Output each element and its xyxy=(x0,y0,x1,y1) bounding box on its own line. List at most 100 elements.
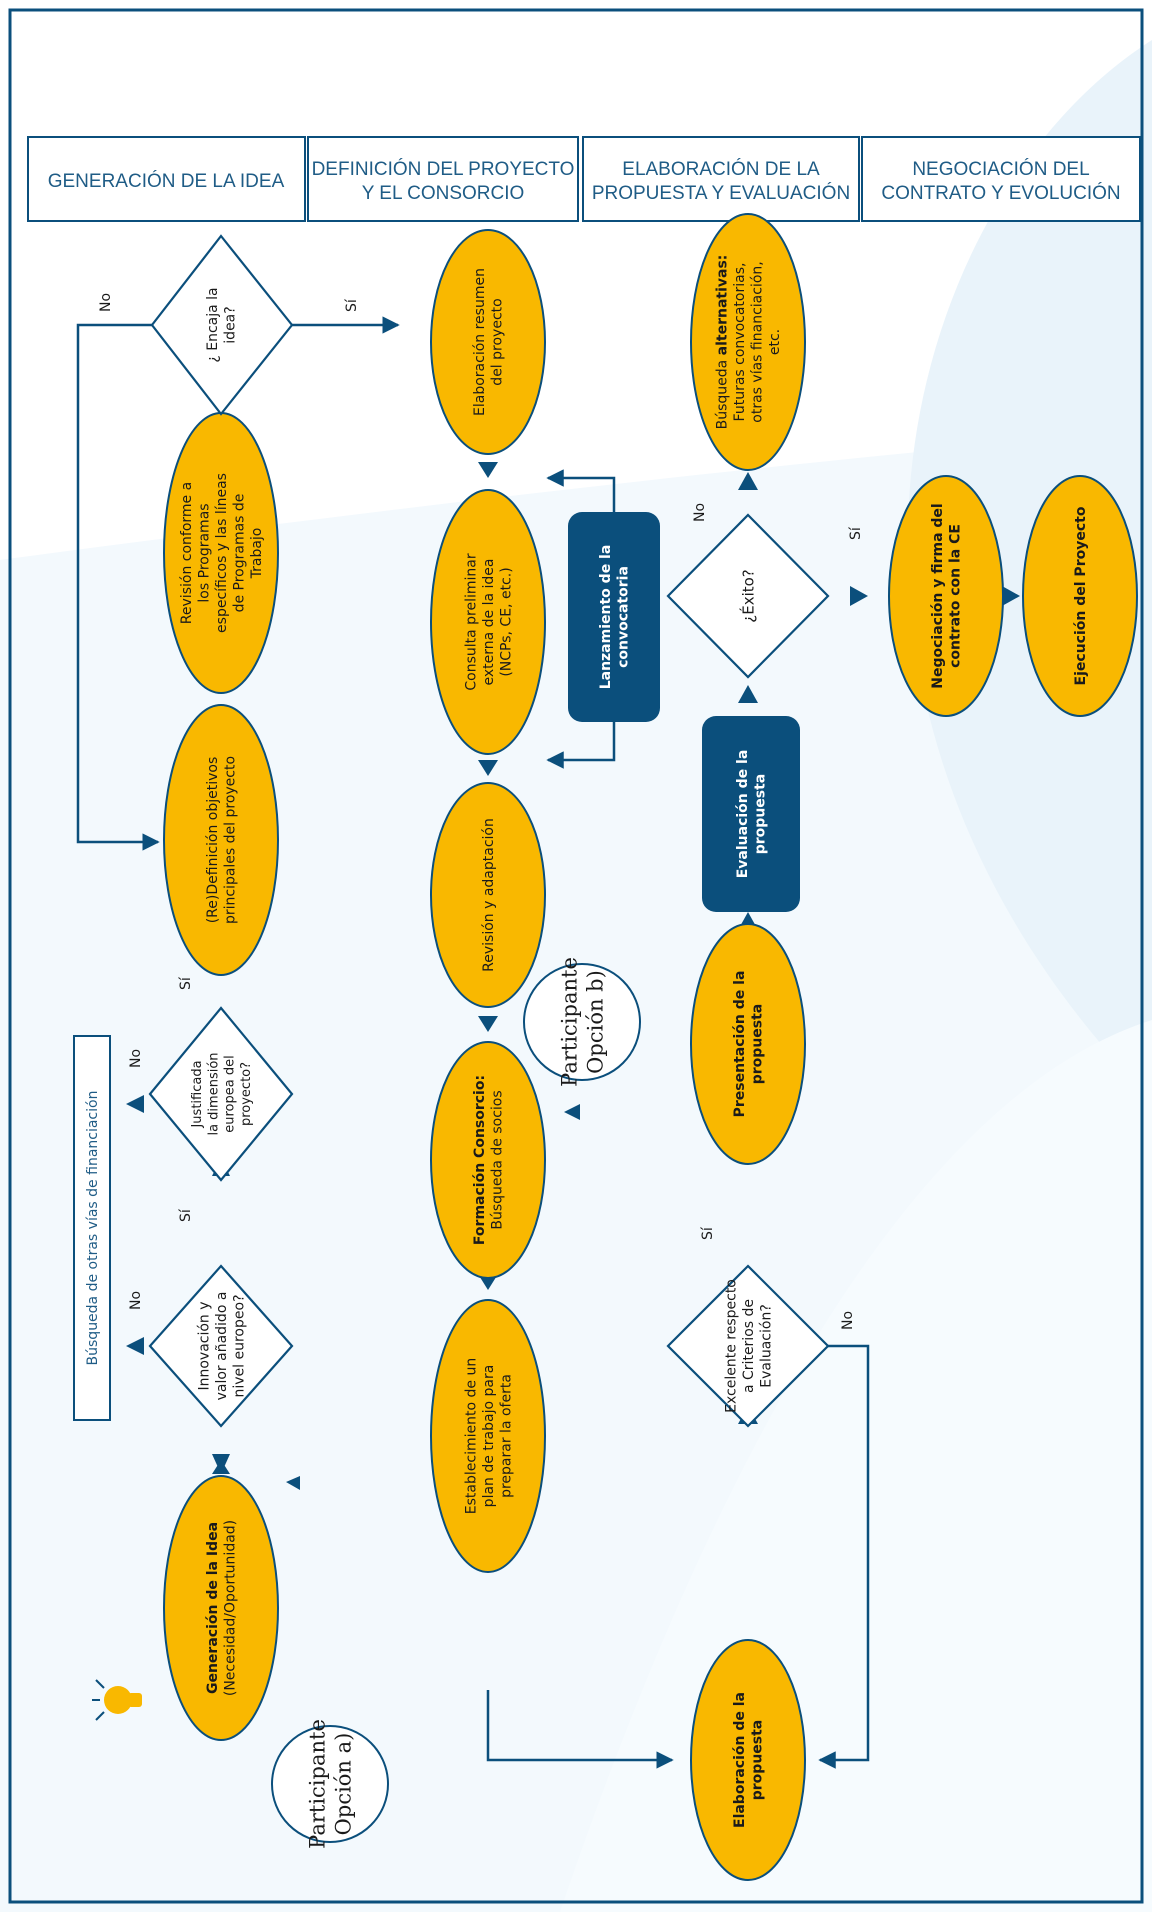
edge-lanzamiento-to-consulta xyxy=(546,469,616,512)
label-generacion-idea: Generación de la Idea(Necesidad/Oportuni… xyxy=(205,1520,239,1696)
ellipse-nodes xyxy=(163,213,1138,1881)
label-justificada-line: europea del xyxy=(223,1055,238,1132)
node-ejecucion xyxy=(1022,475,1138,717)
node-generacion-idea xyxy=(163,1475,279,1741)
label-justificada-line: proyecto? xyxy=(239,1062,254,1126)
node-elaboracion-resumen xyxy=(430,229,546,455)
node-encaja xyxy=(150,234,294,416)
label-participante-b-line: Opción b) xyxy=(583,970,607,1074)
process-boxes xyxy=(568,512,800,912)
arrowhead-down-1 xyxy=(478,462,498,478)
node-consulta xyxy=(430,489,546,755)
arrowhead-left-no-1 xyxy=(126,1337,144,1355)
label-establecimiento-line: plan de trabajo para xyxy=(481,1365,497,1508)
label-consulta-line: externa de la idea xyxy=(481,558,497,685)
label-participante-a-line: Opción a) xyxy=(331,1733,355,1836)
label-elaboracion-resumen-line: del proyecto xyxy=(490,298,506,385)
arrowhead-left-no-2 xyxy=(126,1095,144,1113)
stage-header-line: CONTRATO Y EVOLUCIÓN xyxy=(881,182,1120,204)
edge-excelente-no xyxy=(818,1344,870,1769)
arrowhead-participante-a xyxy=(286,1476,300,1490)
arrowhead-down-2 xyxy=(478,760,498,776)
label-exito-line: ¿Éxito? xyxy=(738,569,757,623)
label-lanzamiento-line: convocatoria xyxy=(616,566,632,668)
label-elaboracion-propuesta-line: propuesta xyxy=(750,1720,766,1801)
label-busqueda-alternativas-line: otras vías financiación, xyxy=(750,261,766,422)
node-redefinicion xyxy=(163,704,279,976)
label-establecimiento-line: Establecimiento de un xyxy=(463,1358,479,1514)
label-busqueda-alternativas-line: etc. xyxy=(767,329,783,355)
node-busqueda-alternativas xyxy=(690,213,806,471)
diamond-nodes xyxy=(148,234,830,1428)
node-innovacion xyxy=(148,1264,294,1428)
header-box-definicion xyxy=(307,136,579,222)
node-participante-a xyxy=(271,1725,389,1843)
label-negociacion-line: contrato con la CE xyxy=(948,524,964,668)
edge-label-no: No xyxy=(128,1291,144,1310)
edge-label-yes: Sí xyxy=(700,1226,716,1240)
label-evaluacion-line: Evaluación de la xyxy=(735,750,751,879)
stage-header-line: PROPUESTA Y EVALUACIÓN xyxy=(592,182,850,204)
node-presentacion xyxy=(690,923,806,1165)
label-innovacion-line: nivel europeo? xyxy=(231,1295,247,1398)
label-excelente-line: Excelente respecto xyxy=(723,1279,739,1413)
label-formacion: Formación Consorcio:Búsqueda de socios xyxy=(472,1075,506,1245)
label-revision-adaptacion-line: Revisión y adaptación xyxy=(481,818,497,972)
otras-vias-box xyxy=(73,1035,111,1421)
node-elaboracion-propuesta xyxy=(690,1639,806,1881)
label-busqueda-alternativas-bold: Búsqueda alternativas: xyxy=(715,255,731,430)
stage-header-line: GENERACIÓN DE LA IDEA xyxy=(48,170,285,192)
node-lanzamiento xyxy=(568,512,660,722)
arrowhead-up-1b xyxy=(212,1460,230,1474)
edge-lanzamiento-to-revision xyxy=(546,722,616,769)
label-generacion-idea-bold: Generación de la Idea xyxy=(205,1522,221,1694)
edge-label-yes: Sí xyxy=(848,526,864,540)
arrowhead-right-2 xyxy=(1002,586,1020,606)
label-formacion-bold: Formación Consorcio: xyxy=(472,1075,488,1245)
lightbulb-icon xyxy=(92,1679,142,1721)
header-box-generacion xyxy=(27,136,306,222)
arrowhead-right-si xyxy=(850,586,868,606)
label-evaluacion-line: propuesta xyxy=(753,774,769,855)
stage-header-line: Y EL CONSORCIO xyxy=(362,183,525,204)
label-elaboracion-propuesta-line: Elaboración de la xyxy=(732,1692,748,1828)
outer-frame xyxy=(8,8,1144,1904)
connectors xyxy=(76,316,870,1769)
node-justificada xyxy=(148,1006,294,1182)
label-revision-conforme-line: Trabajo xyxy=(249,528,265,580)
node-negociacion xyxy=(888,475,1004,717)
label-lanzamiento-line: Lanzamiento de la xyxy=(598,545,614,690)
node-revision-adaptacion xyxy=(430,782,546,1008)
label-generacion-idea-line: (Necesidad/Oportunidad) xyxy=(223,1520,239,1696)
label-participante-b-line: Participante xyxy=(557,957,581,1087)
edge-encaja-no xyxy=(76,323,160,851)
label-exito: ¿Éxito? xyxy=(738,569,757,623)
edge-label-no: No xyxy=(840,1311,856,1330)
stage-header-line: ELABORACIÓN DE LA xyxy=(622,158,820,180)
label-consulta-line: (NCPs, CE, etc.) xyxy=(498,567,514,676)
stage-headers xyxy=(27,136,1141,222)
label-presentacion-line: Presentación de la xyxy=(732,971,748,1118)
node-excelente xyxy=(666,1264,830,1428)
label-redefinicion-line: (Re)Definición objetivos xyxy=(205,757,221,924)
label-participante-a-line: Participante xyxy=(305,1719,329,1849)
label-revision-conforme-line: Revisión conforme a xyxy=(179,482,195,624)
node-labels: Generación de la Idea(Necesidad/Oportuni… xyxy=(85,255,1089,1849)
label-excelente-line: Evaluación? xyxy=(758,1304,774,1388)
stage-header-line: NEGOCIACIÓN DEL xyxy=(912,158,1089,180)
label-justificada-line: Justificada xyxy=(190,1060,205,1128)
label-innovacion-line: Innovación y xyxy=(196,1301,212,1390)
participant-circles xyxy=(271,963,641,1843)
